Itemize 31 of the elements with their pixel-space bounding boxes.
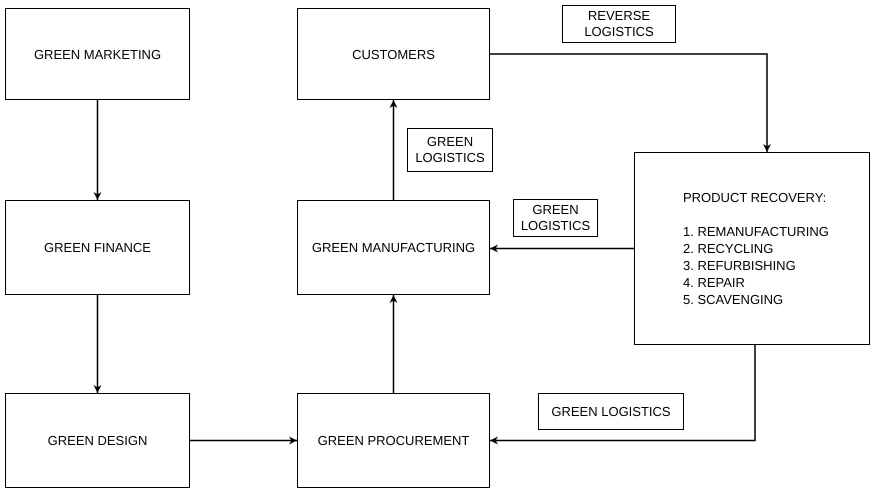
box-label: GREEN FINANCE (44, 239, 151, 256)
process-box (634, 152, 870, 345)
process-box (297, 8, 490, 100)
list-item: 1. REMANUFACTURING (683, 223, 829, 240)
process-box (5, 8, 190, 100)
edge-label: REVERSE LOGISTICS (562, 5, 676, 43)
box-label: GREEN MARKETING (34, 46, 162, 62)
list-item: 5. SCAVENGING (683, 291, 784, 308)
edge-label: GREEN LOGISTICS (407, 128, 493, 172)
arrow (490, 53, 771, 152)
arrow (390, 295, 398, 393)
edge-label: GREEN LOGISTICS (513, 199, 598, 237)
process-box (297, 200, 490, 295)
arrow (190, 436, 297, 444)
arrow (94, 295, 102, 393)
box-label: GREEN MANUFACTURING (312, 239, 476, 256)
list-item: 3. REFURBISHING (683, 257, 796, 274)
list-item: 4. REPAIR (683, 274, 745, 291)
box-label: GREEN PROCUREMENT (318, 432, 470, 449)
box-label: CUSTOMERS (352, 46, 435, 62)
process-box (5, 200, 190, 295)
box-label: GREEN DESIGN (48, 432, 148, 449)
process-box (297, 393, 490, 488)
process-box (5, 393, 190, 488)
arrow (490, 244, 634, 252)
arrow (390, 100, 398, 200)
list-item: 2. RECYCLING (683, 240, 774, 257)
edge-label: GREEN LOGISTICS (538, 393, 684, 430)
box-heading: PRODUCT RECOVERY: (683, 189, 826, 206)
arrow (490, 345, 756, 444)
arrow (94, 100, 102, 200)
